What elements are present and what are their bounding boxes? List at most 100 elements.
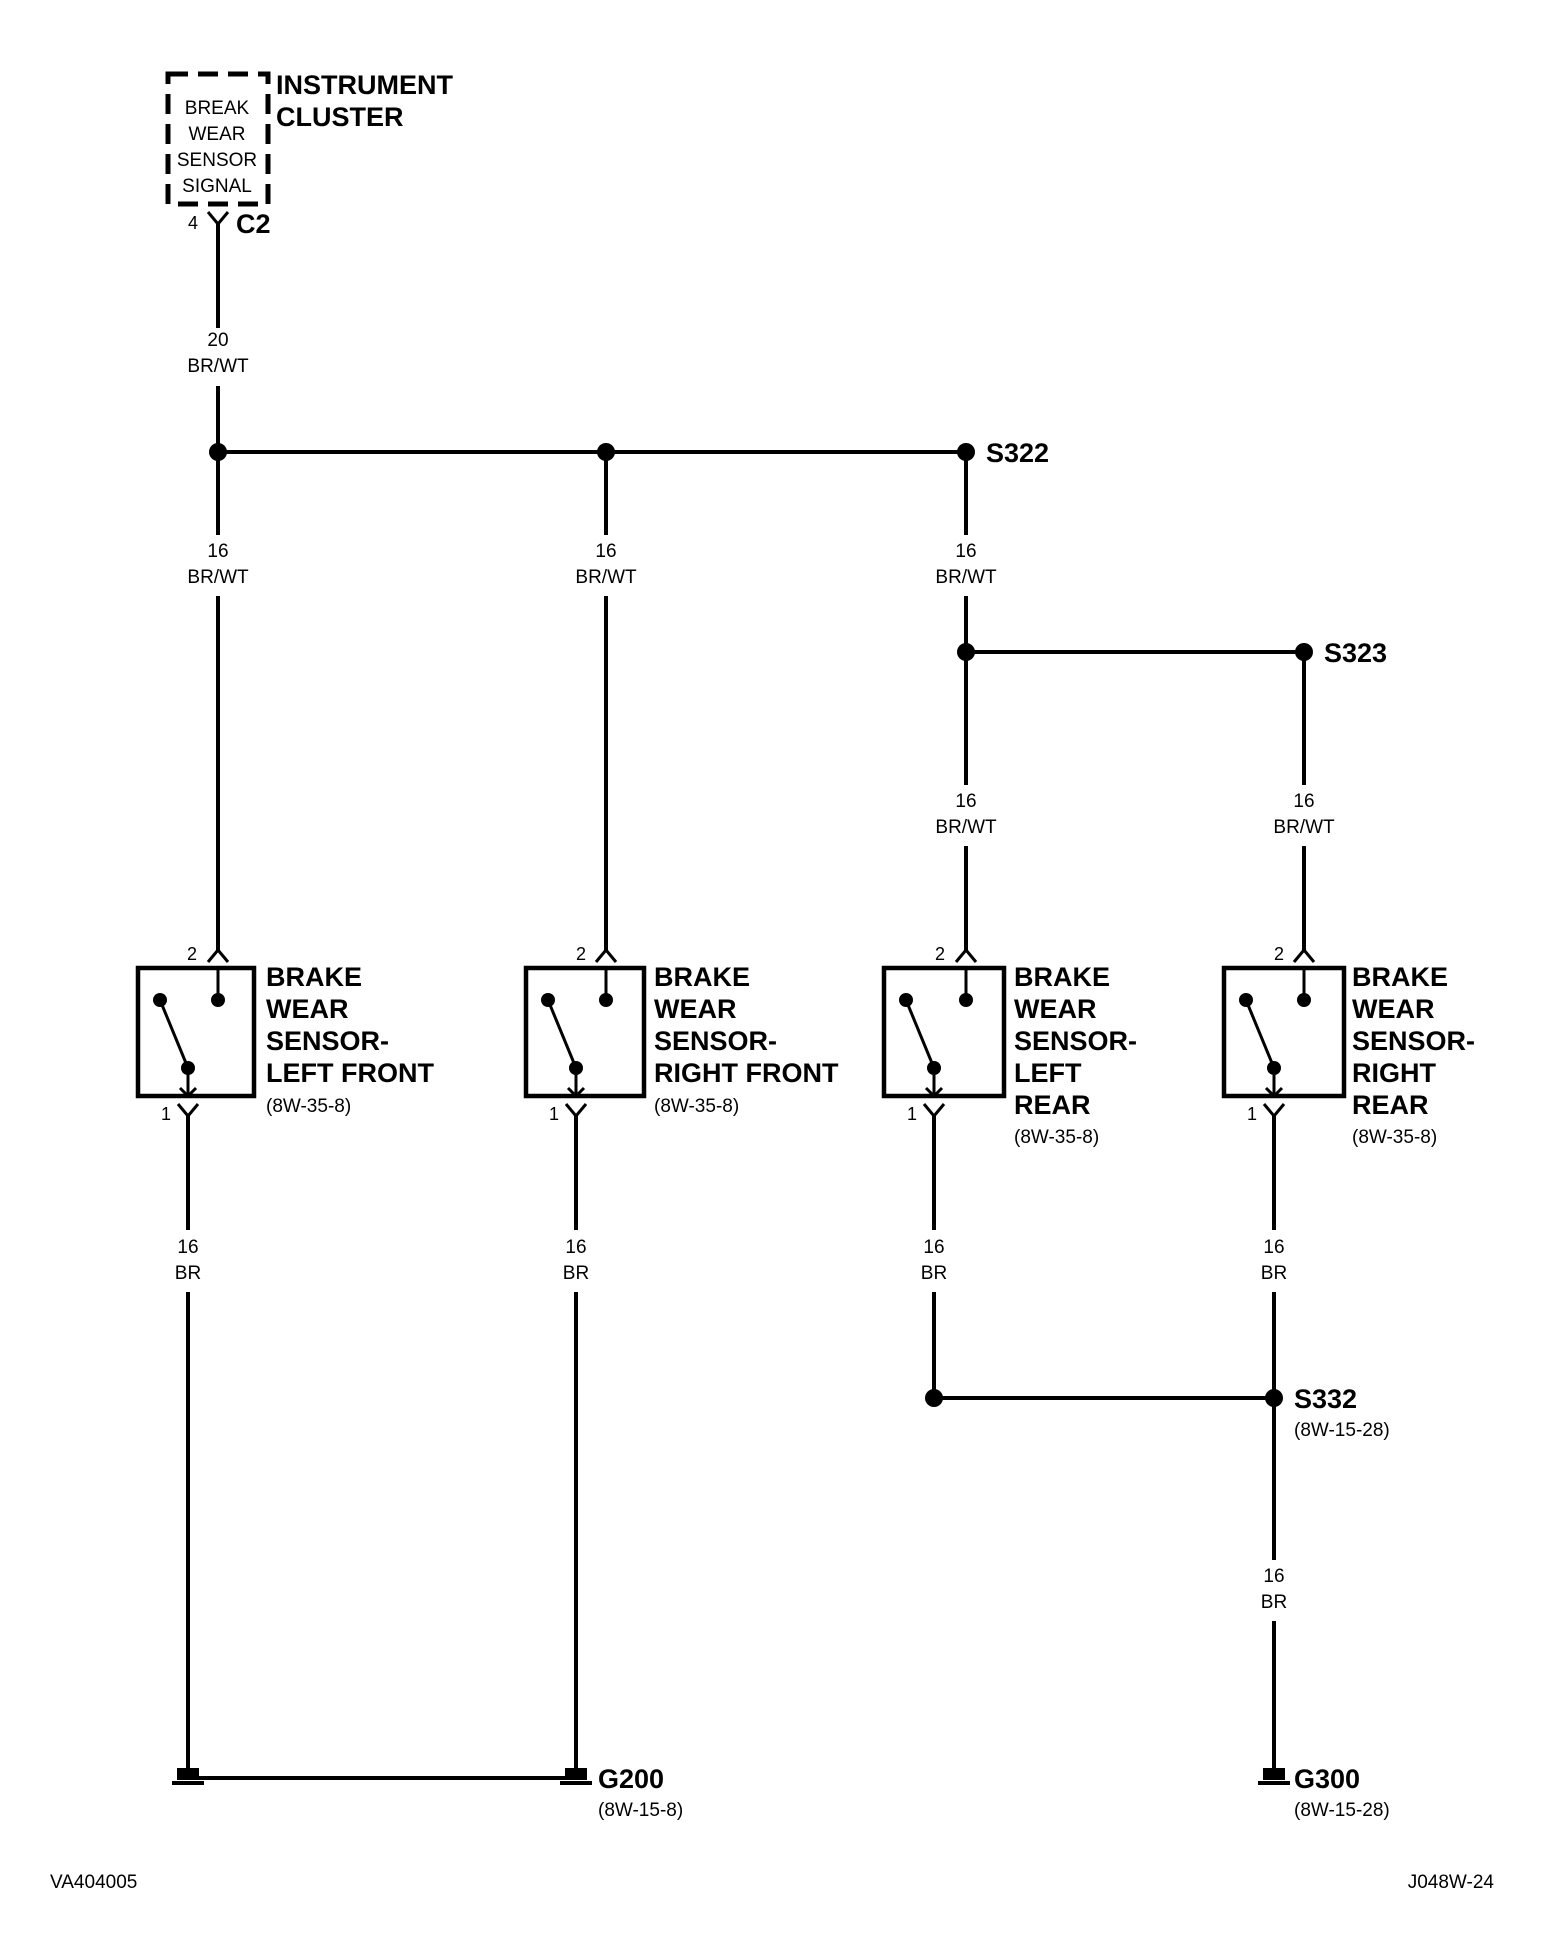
splice-s323-label: S323 bbox=[1324, 638, 1387, 668]
connector-c2-label: C2 bbox=[236, 209, 271, 239]
lf-switch-arm bbox=[158, 999, 190, 1069]
sensor-right-rear: 2 1 BRAKE WEAR SENSOR- RIGHT REAR (8W-35… bbox=[1221, 944, 1475, 1148]
rr-label-line-1: BRAKE bbox=[1352, 962, 1448, 992]
sensor-right-front: 2 1 BRAKE WEAR SENSOR- RIGHT FRONT (8W-3… bbox=[523, 944, 839, 1124]
instrument-cluster-dashed-box bbox=[165, 71, 271, 207]
rr-label-line-3: SENSOR- bbox=[1352, 1026, 1475, 1056]
rf-feed-color: BR/WT bbox=[575, 567, 637, 588]
rf-feed: 16 BR/WT bbox=[575, 452, 637, 950]
ground-g200-label: G200 bbox=[598, 1764, 664, 1794]
lr-label-line-3: SENSOR- bbox=[1014, 1026, 1137, 1056]
ground-g200: G200 (8W-15-8) bbox=[172, 1764, 683, 1821]
ground-g300-reference: (8W-15-28) bbox=[1294, 1800, 1390, 1821]
rr-reference: (8W-35-8) bbox=[1352, 1127, 1437, 1148]
lf-ground-symbol bbox=[177, 1768, 199, 1780]
ground-g300-label: G300 bbox=[1294, 1764, 1360, 1794]
rf-pin1-connector bbox=[564, 1103, 588, 1119]
lr-feed-color: BR/WT bbox=[935, 817, 997, 838]
rr-ground-circuit: 16 BR bbox=[1261, 1116, 1287, 1398]
main-feed: 20 BR/WT S322 bbox=[187, 224, 1049, 468]
rr-pin2-connector bbox=[1292, 947, 1316, 963]
rr-pin1-connector bbox=[1262, 1103, 1286, 1119]
rr-ground-gauge: 16 bbox=[1263, 1237, 1284, 1258]
s322-branch: 16 BR/WT S323 16 BR/WT 16 BR/WT bbox=[935, 452, 1387, 950]
rr-sensor-box bbox=[1221, 965, 1347, 1099]
lr-label-line-1: BRAKE bbox=[1014, 962, 1110, 992]
cluster-pin-number: 4 bbox=[188, 213, 198, 233]
lr-ground-color: BR bbox=[921, 1263, 947, 1284]
rr-switch-arm bbox=[1244, 999, 1276, 1069]
lf-pin2-connector bbox=[206, 947, 230, 963]
cluster-signal-label-line-3: SENSOR bbox=[177, 150, 257, 171]
rf-top-contact bbox=[599, 993, 613, 1007]
rf-sensor-box bbox=[523, 965, 647, 1099]
splice-s332-reference: (8W-15-28) bbox=[1294, 1420, 1390, 1441]
lf-feed-gauge: 16 bbox=[207, 541, 228, 562]
lr-pin1-connector bbox=[922, 1103, 946, 1119]
s332-ground-color: BR bbox=[1261, 1592, 1287, 1613]
lf-ground-color: BR bbox=[175, 1263, 201, 1284]
rf-label-line-4: RIGHT FRONT bbox=[654, 1058, 839, 1088]
ground-g200-reference: (8W-15-8) bbox=[598, 1800, 683, 1821]
rr-label-line-4: RIGHT bbox=[1352, 1058, 1437, 1088]
instrument-cluster: INSTRUMENT CLUSTER BREAK WEAR SENSOR SIG… bbox=[165, 70, 453, 239]
rf-pin2-connector bbox=[594, 947, 618, 963]
g300-ground-symbol bbox=[1263, 1768, 1285, 1780]
connector-c2-symbol bbox=[206, 211, 230, 227]
lf-pin-bottom: 1 bbox=[161, 1104, 171, 1124]
splice-s322-label: S322 bbox=[986, 438, 1049, 468]
lr-label-line-5: REAR bbox=[1014, 1090, 1091, 1120]
lf-label-line-4: LEFT FRONT bbox=[266, 1058, 434, 1088]
lf-ground-gauge: 16 bbox=[177, 1237, 198, 1258]
rr-ground-color: BR bbox=[1261, 1263, 1287, 1284]
rr-label-line-5: REAR bbox=[1352, 1090, 1429, 1120]
rf-ground-color: BR bbox=[563, 1263, 589, 1284]
lr-reference: (8W-35-8) bbox=[1014, 1127, 1099, 1148]
rr-bottom-arrow bbox=[1264, 1086, 1284, 1099]
lr-pin-bottom: 1 bbox=[907, 1104, 917, 1124]
rr-feed-color: BR/WT bbox=[1273, 817, 1335, 838]
lr-label-line-4: LEFT bbox=[1014, 1058, 1082, 1088]
rf-switch-arm bbox=[546, 999, 578, 1069]
instrument-cluster-title-line-2: CLUSTER bbox=[276, 102, 404, 132]
lr-bottom-arrow bbox=[924, 1086, 944, 1099]
rf-ground-gauge: 16 bbox=[565, 1237, 586, 1258]
ground-g300: G300 (8W-15-28) bbox=[1258, 1764, 1390, 1821]
s332-junction-left bbox=[925, 1389, 943, 1407]
s322-down-color: BR/WT bbox=[935, 567, 997, 588]
main-wire-color: BR/WT bbox=[187, 356, 249, 377]
rf-ground-circuit: 16 BR bbox=[563, 1116, 589, 1768]
lf-top-contact bbox=[211, 993, 225, 1007]
footer-right-code: J048W-24 bbox=[1408, 1872, 1495, 1893]
lf-label-line-1: BRAKE bbox=[266, 962, 362, 992]
lf-sensor-box bbox=[135, 965, 257, 1099]
rf-bottom-arrow bbox=[566, 1086, 586, 1099]
rr-top-contact bbox=[1297, 993, 1311, 1007]
rr-pin-bottom: 1 bbox=[1247, 1104, 1257, 1124]
rr-pin-top: 2 bbox=[1274, 944, 1284, 964]
rf-feed-gauge: 16 bbox=[595, 541, 616, 562]
lf-ground-circuit: 16 BR bbox=[175, 1116, 201, 1768]
lr-label-line-2: WEAR bbox=[1014, 994, 1097, 1024]
main-wire-gauge: 20 bbox=[207, 330, 228, 351]
sensor-left-front: 2 1 BRAKE WEAR SENSOR- LEFT FRONT (8W-35… bbox=[135, 944, 434, 1124]
rr-label-line-2: WEAR bbox=[1352, 994, 1435, 1024]
lf-reference: (8W-35-8) bbox=[266, 1096, 351, 1117]
splice-s332-label: S332 bbox=[1294, 1384, 1357, 1414]
rf-reference: (8W-35-8) bbox=[654, 1096, 739, 1117]
rf-label-line-3: SENSOR- bbox=[654, 1026, 777, 1056]
rr-feed-gauge: 16 bbox=[1293, 791, 1314, 812]
cluster-signal-label-line-1: BREAK bbox=[185, 98, 250, 119]
lr-ground-circuit: 16 BR bbox=[921, 1116, 947, 1398]
s332-ground-gauge: 16 bbox=[1263, 1566, 1284, 1587]
footer-left-code: VA404005 bbox=[50, 1872, 137, 1893]
lf-label-line-3: SENSOR- bbox=[266, 1026, 389, 1056]
lr-feed-gauge: 16 bbox=[955, 791, 976, 812]
lr-pin-top: 2 bbox=[935, 944, 945, 964]
rf-label-line-1: BRAKE bbox=[654, 962, 750, 992]
rf-pin-top: 2 bbox=[576, 944, 586, 964]
lr-top-contact bbox=[959, 993, 973, 1007]
lf-label-line-2: WEAR bbox=[266, 994, 349, 1024]
lr-ground-gauge: 16 bbox=[923, 1237, 944, 1258]
